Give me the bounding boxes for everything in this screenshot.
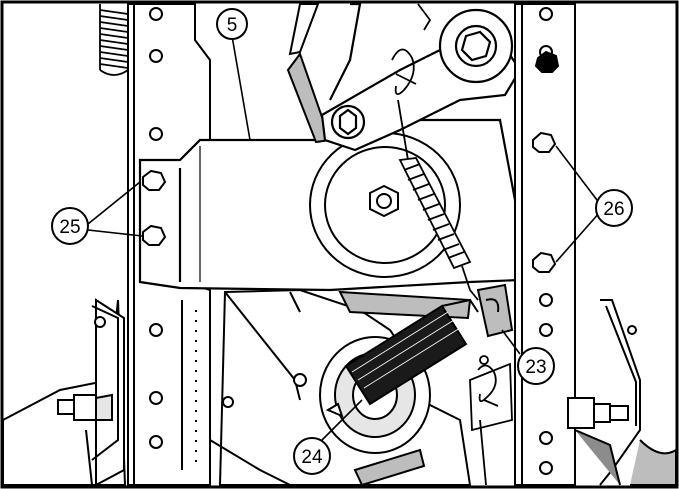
bolts-26: [532, 131, 557, 273]
spring-anchor-bracket: [476, 283, 514, 338]
callout-26-label: 26: [603, 199, 624, 220]
lower-hairpin-clip: [469, 355, 513, 486]
upper-extension-spring: [397, 99, 479, 301]
callout-5: 5: [216, 8, 248, 40]
callout-24-label: 24: [301, 447, 323, 468]
callout-23-label: 23: [525, 357, 546, 378]
idler-arm: [320, 2, 522, 152]
callout-25-label: 25: [59, 217, 80, 238]
callout-5-label: 5: [227, 15, 238, 36]
lower-extension-spring: [344, 298, 479, 406]
callout-26: 26: [595, 189, 633, 227]
callout-24: 24: [293, 437, 331, 475]
left-side-hardware: [1, 298, 127, 487]
callout-25: 25: [51, 207, 89, 245]
right-frame-rail: [514, 3, 576, 486]
leader-lines: [87, 35, 601, 445]
right-side-hardware: [567, 299, 677, 486]
upper-hairpin-clip: [391, 3, 432, 96]
bolts-25: [142, 169, 167, 246]
callout-23: 23: [517, 347, 555, 385]
